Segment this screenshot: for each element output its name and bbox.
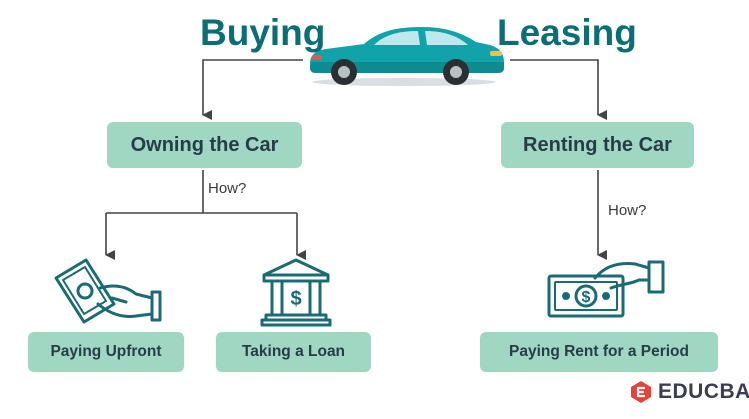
how-label-left: How? [208,180,247,197]
connector-buying-owning [202,59,303,120]
box-paying-rent-for-a-period: Paying Rent for a Period [480,332,718,372]
heading-buying: Buying [200,12,326,53]
box-paying-upfront: Paying Upfront [28,332,184,372]
connector-leasing-renting [510,59,607,120]
car-icon [310,27,504,86]
bank-icon: $ [260,258,332,327]
money-hand-icon: $ [547,260,665,318]
brand-name: EDUCBA [658,380,749,403]
box-owning-the-car: Owning the Car [107,122,302,168]
box-taking-a-loan: Taking a Loan [216,332,371,372]
box-renting-the-car: Renting the Car [501,122,694,168]
educba-logo-icon [631,381,651,403]
svg-text:$: $ [290,288,301,310]
heading-leasing: Leasing [497,12,637,53]
how-label-right: How? [608,202,647,219]
cash-hand-icon [54,258,162,324]
svg-text:$: $ [582,289,591,306]
brand-logo: EDUCBA [628,379,749,405]
